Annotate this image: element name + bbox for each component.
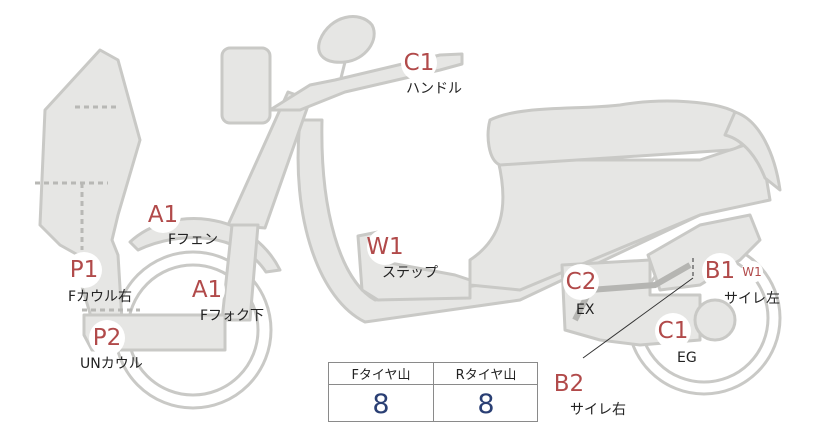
silencer-left-extra-code-badge: W1	[741, 261, 763, 283]
silencer-right-code-badge: B2	[551, 366, 587, 402]
front-cowl-label: Fカウル右	[68, 289, 133, 305]
rear-body	[468, 138, 772, 292]
tire-tread-table: Fタイヤ山 Rタイヤ山 8 8	[328, 362, 538, 422]
under-cowl-label: UNカウル	[80, 356, 143, 372]
engine-label: EG	[677, 350, 697, 366]
under-cowl-code-badge: P2	[89, 320, 125, 356]
rear-tread-header: Rタイヤ山	[434, 363, 538, 385]
handle-code-badge: C1	[401, 45, 437, 81]
step-code-badge: W1	[366, 229, 404, 265]
front-tread-header: Fタイヤ山	[329, 363, 433, 385]
headlight	[220, 46, 272, 125]
silencer-left-code-badge: B1	[702, 253, 738, 289]
mirror	[317, 15, 376, 64]
rear-tread-value: 8	[477, 388, 495, 420]
front-fork	[220, 223, 260, 322]
front-tread-value: 8	[372, 388, 390, 420]
handle-label: ハンドル	[406, 81, 462, 97]
front-fork-label: Fフォク下	[200, 308, 265, 324]
front-cowl	[38, 48, 142, 332]
front-fender-code-badge: A1	[145, 197, 181, 233]
seat	[486, 99, 751, 167]
exhaust-code-badge: C2	[563, 264, 599, 300]
front-fork-code-badge: A1	[189, 272, 225, 308]
exhaust-label: EX	[576, 302, 595, 318]
front-fender-label: Fフェン	[168, 232, 219, 248]
front-cowl-code-badge: P1	[66, 252, 102, 288]
step-label: ステップ	[382, 265, 438, 281]
engine-code-badge: C1	[655, 313, 691, 349]
table-divider	[433, 363, 434, 421]
silencer-left-label: サイレ左	[724, 291, 780, 307]
tail-light	[723, 110, 782, 192]
silencer-right-label: サイレ右	[570, 402, 626, 418]
